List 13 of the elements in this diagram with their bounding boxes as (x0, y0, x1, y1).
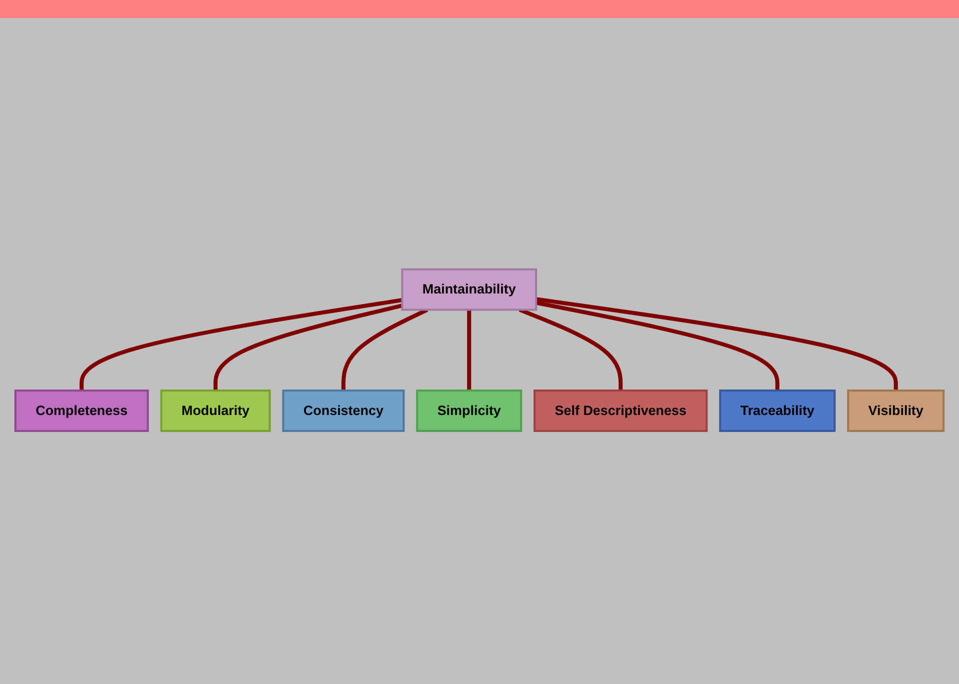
node-box: Visibility (847, 389, 945, 432)
connector (467, 310, 472, 390)
node-box: Completeness (14, 389, 149, 432)
connector (536, 300, 780, 390)
node-box: Simplicity (416, 389, 522, 432)
node-box: Maintainability (401, 268, 538, 311)
node-box: Modularity (160, 389, 271, 432)
node-box: Consistency (282, 389, 405, 432)
connector (214, 303, 403, 390)
connector (536, 296, 898, 390)
node-box: Self Descriptiveness (534, 389, 708, 432)
connector (80, 298, 402, 390)
node-box: Traceability (719, 389, 836, 432)
